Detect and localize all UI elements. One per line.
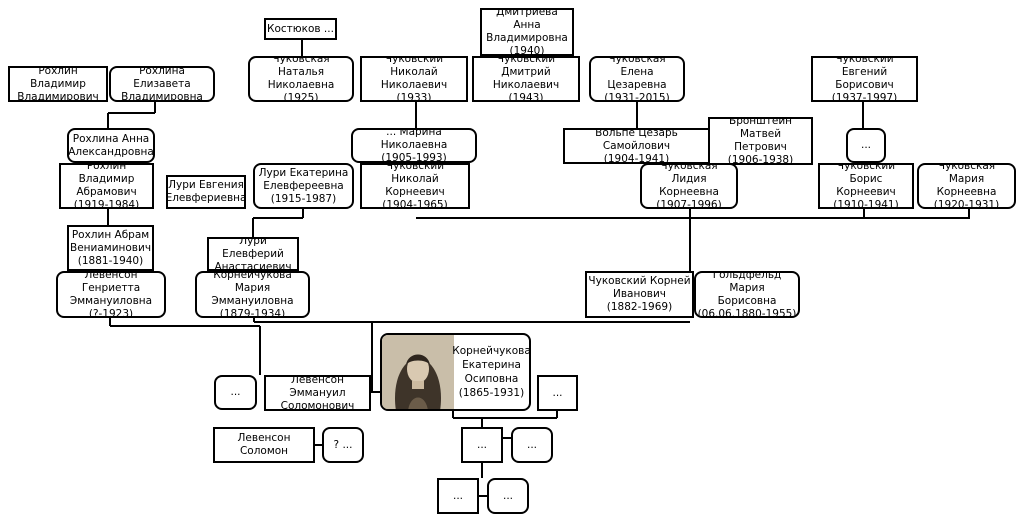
person-label: Рохлина Анна Александровна <box>68 132 154 158</box>
person-chukovskaya-lidiya[interactable]: Чуковская Лидия Корнеевна (1907-1996) <box>640 163 738 209</box>
person-korneychukova-mariya[interactable]: Корнейчукова Мария Эммануиловна (1879-19… <box>195 271 310 318</box>
person-label: Левенсон Генриетта Эммануиловна (?-1923) <box>69 271 153 318</box>
person-label: Чуковский Николай Николаевич (1933) <box>380 56 448 102</box>
person-label: ... <box>230 386 241 398</box>
person-label: Чуковская Лидия Корнеевна (1907-1996) <box>656 163 722 209</box>
person-label: Чуковский Николай Корнеевич (1904-1965) <box>382 163 448 209</box>
person-chukovskaya-mariya[interactable]: Чуковская Мария Корнеевна (1920-1931) <box>917 163 1016 209</box>
person-chukovsky-korney[interactable]: Чуковский Корней Иванович (1882-1969) <box>585 271 694 318</box>
person-label: Чуковская Елена Цезаревна (1931-2015) <box>604 56 670 102</box>
person-kostyukov[interactable]: Костюков ... <box>264 18 337 40</box>
focus-person-card[interactable]: Корнейчукова Екатерина Осиповна (1865-19… <box>380 333 531 411</box>
person-marina[interactable]: ... Марина Николаевна (1905-1993) <box>351 128 477 163</box>
person-chukovsky-evgeny[interactable]: Чуковский Евгений Борисович (1937-1997) <box>811 56 918 102</box>
person-rokhlin-vladimir-a[interactable]: Рохлин Владимир Абрамович (1919-1984) <box>59 163 154 209</box>
person-label: ... <box>552 386 563 399</box>
person-label: Чуковская Мария Корнеевна (1920-1931) <box>933 163 1000 209</box>
person-label: Чуковский Дмитрий Николаевич (1943) <box>492 56 560 102</box>
person-luri-evgeniya[interactable]: Лури Евгения Елевфериевна <box>166 175 246 209</box>
person-levenson-genrietta[interactable]: Левенсон Генриетта Эммануиловна (?-1923) <box>56 271 166 318</box>
person-label: ... Марина Николаевна (1905-1993) <box>380 128 448 163</box>
person-bronshteyn[interactable]: Бронштейн Матвей Петрович (1906-1938) <box>708 117 813 165</box>
person-goldfeld[interactable]: Гольдфельд Мария Борисовна (06.06.1880-1… <box>694 271 800 318</box>
person-label: Чуковский Борис Корнеевич (1910-1941) <box>833 163 899 209</box>
person-label: ? ... <box>333 438 353 451</box>
person-label: Рохлин Владимир Владимирович <box>17 66 99 102</box>
person-rokhlina-elizaveta[interactable]: Рохлина Елизавета Владимировна <box>109 66 215 102</box>
person-levenson-solomon[interactable]: Левенсон Соломон <box>213 427 315 463</box>
person-unknown-mid-f[interactable]: ... <box>511 427 553 463</box>
person-chukovsky-dmitry[interactable]: Чуковский Дмитрий Николаевич (1943) <box>472 56 580 102</box>
person-luri-ekaterina[interactable]: Лури Екатерина Елевфереевна (1915-1987) <box>253 163 354 209</box>
person-rokhlin-abram[interactable]: Рохлин Абрам Вениаминович (1881-1940) <box>67 225 154 271</box>
person-unknown-right-top[interactable]: ... <box>537 375 578 411</box>
person-unknown-left[interactable]: ... <box>214 375 257 410</box>
person-label: Чуковская Наталья Николаевна (1925) <box>267 56 335 102</box>
person-label: Левенсон Эммануил Соломонович <box>280 375 355 411</box>
person-rokhlin-vladimir-v[interactable]: Рохлин Владимир Владимирович <box>8 66 108 102</box>
person-unknown-q[interactable]: ? ... <box>322 427 364 463</box>
person-label: ... <box>476 438 487 451</box>
person-label: Вольпе Цезарь Самойлович (1904-1941) <box>595 128 678 164</box>
person-unknown-boris-wife[interactable]: ... <box>846 128 886 163</box>
person-label: Корнейчукова Мария Эммануиловна (1879-19… <box>211 271 294 318</box>
person-label: ... <box>526 438 537 451</box>
person-label: Дмитриева Анна Владимировна (1940) <box>486 8 568 56</box>
person-label: ... <box>502 489 513 502</box>
person-label: Рохлин Абрам Вениаминович (1881-1940) <box>69 228 152 267</box>
person-label: Лури Елевферий Анастасиевич <box>214 237 292 271</box>
person-label: ... <box>452 489 463 502</box>
person-unknown-bot-m[interactable]: ... <box>437 478 479 514</box>
person-chukovskaya-natalya[interactable]: Чуковская Наталья Николаевна (1925) <box>248 56 354 102</box>
person-label: Левенсон Соломон <box>237 432 291 457</box>
person-label: ... <box>860 139 871 151</box>
person-label: Костюков ... <box>267 22 334 35</box>
person-label: Лури Евгения Елевфериевна <box>166 179 246 204</box>
person-chukovsky-nikolay-n[interactable]: Чуковский Николай Николаевич (1933) <box>360 56 468 102</box>
person-label: Чуковский Евгений Борисович (1937-1997) <box>831 56 898 102</box>
person-label: Гольдфельд Мария Борисовна (06.06.1880-1… <box>697 271 797 318</box>
portrait-illustration <box>382 335 454 409</box>
person-label: Рохлин Владимир Абрамович (1919-1984) <box>73 163 140 209</box>
person-chukovskaya-elena[interactable]: Чуковская Елена Цезаревна (1931-2015) <box>589 56 685 102</box>
person-label: Чуковский Корней Иванович (1882-1969) <box>588 275 691 313</box>
person-label: Лури Екатерина Елевфереевна (1915-1987) <box>258 166 349 205</box>
person-label: Рохлина Елизавета Владимировна <box>121 66 203 102</box>
person-unknown-bot-f[interactable]: ... <box>487 478 529 514</box>
person-luri-elevfery[interactable]: Лури Елевферий Анастасиевич <box>207 237 299 271</box>
person-rokhlina-anna[interactable]: Рохлина Анна Александровна <box>67 128 155 163</box>
person-volpe[interactable]: Вольпе Цезарь Самойлович (1904-1941) <box>563 128 710 164</box>
person-dmitrieva-anna[interactable]: Дмитриева Анна Владимировна (1940) <box>480 8 574 56</box>
person-chukovsky-boris[interactable]: Чуковский Борис Корнеевич (1910-1941) <box>818 163 914 209</box>
person-levenson-emmanuil[interactable]: Левенсон Эммануил Соломонович <box>264 375 371 411</box>
person-unknown-mid-m[interactable]: ... <box>461 427 503 463</box>
portrait-photo <box>382 335 454 409</box>
person-chukovsky-nikolay-k[interactable]: Чуковский Николай Корнеевич (1904-1965) <box>360 163 470 209</box>
person-label: Бронштейн Матвей Петрович (1906-1938) <box>727 117 794 165</box>
focus-person-label: Корнейчукова Екатерина Осиповна (1865-19… <box>452 345 531 399</box>
